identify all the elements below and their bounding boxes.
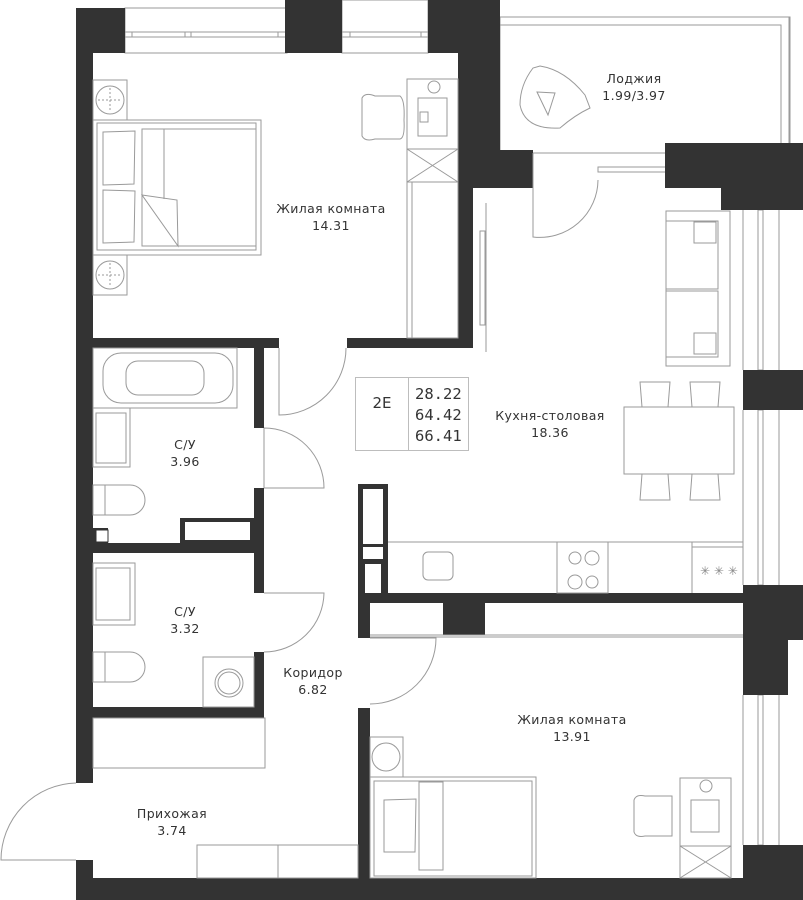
bathtub	[92, 347, 238, 409]
room-area: 13.91	[553, 729, 591, 744]
toilet-2	[92, 651, 146, 683]
shoe-rack	[196, 844, 359, 879]
room-area: 1.99/3.97	[602, 88, 666, 103]
room-name: Коридор	[283, 665, 343, 680]
toilet-1	[92, 484, 146, 516]
tv-panel	[479, 203, 487, 352]
washing-machine	[202, 656, 255, 708]
appliance-marks: ✳ ✳ ✳	[700, 564, 738, 578]
room-area: 3.96	[170, 454, 200, 469]
room-name: С/У	[174, 604, 196, 619]
bed-single	[369, 776, 537, 879]
room-name: Жилая комната	[276, 201, 386, 216]
room-label-kitchen: Кухня-столовая 18.36	[495, 407, 604, 441]
window-right-bedroom	[742, 694, 780, 846]
total-area-with-loggia: 66.41	[415, 427, 462, 445]
bed-double	[92, 119, 262, 256]
living-area: 28.22	[415, 385, 462, 403]
desk-chair-2	[633, 777, 732, 879]
sink-1	[92, 407, 131, 468]
window-loggia-door	[597, 166, 669, 173]
room-area: 6.82	[298, 682, 328, 697]
room-label-bathroom-1: С/У 3.96	[170, 436, 199, 470]
room-label-loggia: Лоджия 1.99/3.97	[602, 70, 665, 104]
room-label-entrance: Прихожая 3.74	[137, 805, 207, 839]
total-area: 64.42	[415, 406, 462, 424]
room-label-bathroom-2: С/У 3.32	[170, 603, 199, 637]
kitchen-counter	[388, 541, 743, 594]
shaft-cutouts	[95, 489, 442, 633]
room-name: С/У	[174, 437, 196, 452]
dining-table	[623, 381, 735, 501]
entry-wardrobe	[92, 717, 266, 769]
room-name: Жилая комната	[517, 712, 627, 727]
room-label-bedroom-1: Жилая комната 14.31	[276, 200, 385, 234]
unit-info-box: 2E 28.22 64.42 66.41	[355, 377, 469, 451]
sofa	[665, 210, 731, 367]
nightstands	[92, 79, 128, 296]
room-name: Прихожая	[136, 806, 208, 821]
unit-code: 2E	[356, 378, 409, 450]
unit-areas: 28.22 64.42 66.41	[409, 378, 462, 450]
room-area: 14.31	[312, 218, 350, 233]
room-label-corridor: Коридор 6.82	[283, 664, 343, 698]
window-top-right	[341, 0, 429, 54]
room-name: Кухня-столовая	[495, 408, 605, 423]
room-area: 18.36	[531, 425, 569, 440]
nightstand-2	[369, 736, 404, 778]
desk-chair-1	[361, 78, 459, 339]
room-area: 3.74	[157, 823, 187, 838]
room-label-bedroom-2: Жилая комната 13.91	[517, 711, 626, 745]
window-top-bedroom	[124, 7, 288, 54]
loggia-armchair	[519, 65, 591, 129]
room-name: Лоджия	[606, 71, 662, 86]
room-area: 3.32	[170, 621, 200, 636]
doors	[0, 179, 599, 861]
sink-2	[92, 562, 136, 626]
walls	[76, 0, 803, 900]
